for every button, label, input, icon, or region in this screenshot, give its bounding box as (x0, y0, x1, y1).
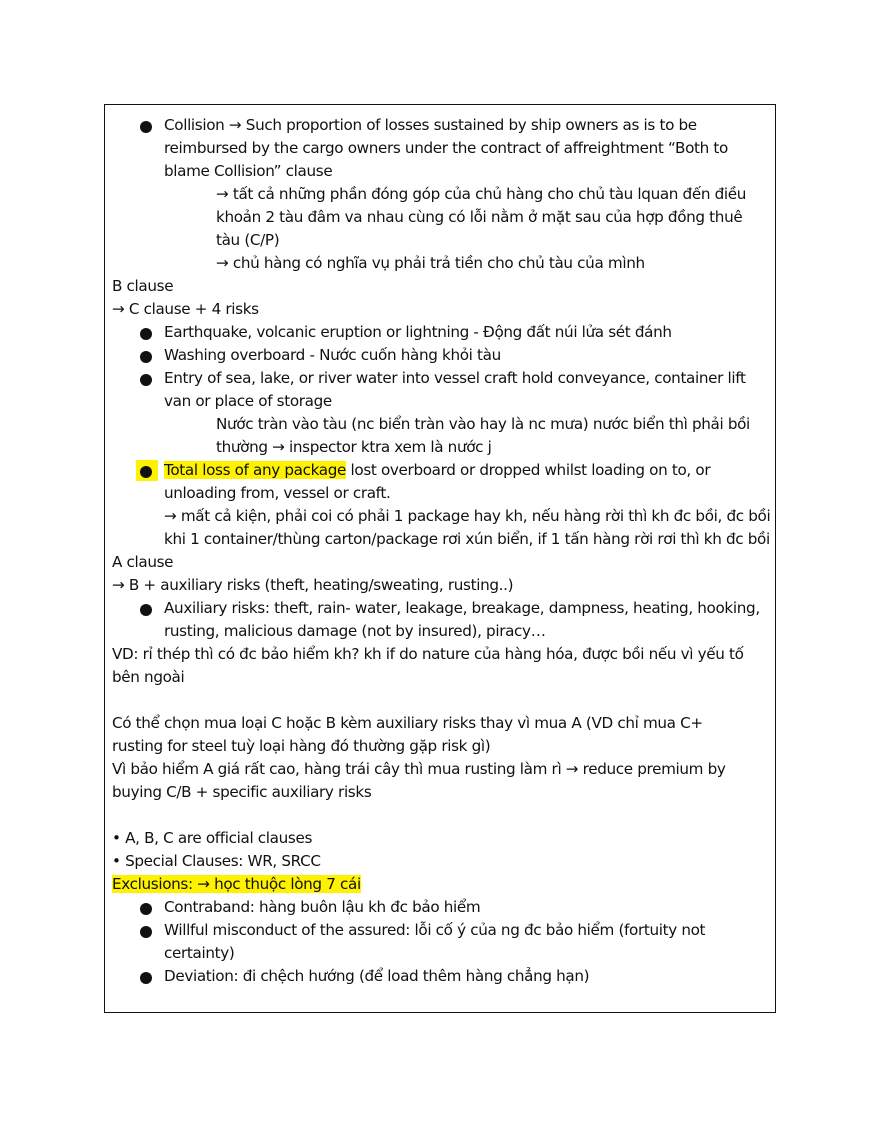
collision-text: Collision → Such proportion of losses su… (164, 116, 728, 180)
exclusions-heading-row: Exclusions: → học thuộc lòng 7 cái (112, 873, 775, 896)
b-clause-item-text: Entry of sea, lake, or river water into … (164, 369, 746, 410)
b-clause-item-note: Nước tràn vào tàu (nc biển tràn vào hay … (216, 415, 750, 456)
item-rest-text: lost overboard or dropped whilst loading… (164, 461, 711, 502)
bullet-icon (140, 926, 152, 938)
b-clause-item: Washing overboard - Nước cuốn hàng khỏi … (112, 344, 775, 367)
bullet-icon (140, 121, 152, 133)
b-clause-heading: B clause (112, 277, 174, 295)
a-clause-heading: A clause (112, 553, 174, 571)
b-clause-item: Entry of sea, lake, or river water into … (112, 367, 775, 413)
b-clause-summary: → C clause + 4 risks (112, 300, 259, 318)
document-page: Collision → Such proportion of losses su… (104, 104, 776, 1013)
spacer (112, 689, 775, 712)
exclusion-item-text: Deviation: đi chệch hướng (để load thêm … (164, 967, 590, 985)
collision-note-1: → tất cả những phần đóng góp của chủ hàn… (216, 185, 747, 249)
spacer (112, 804, 775, 827)
highlighted-text: Total loss of any package (164, 461, 347, 479)
a-clause-example: VD: rỉ thép thì có đc bảo hiểm kh? kh if… (112, 645, 744, 686)
bullet-icon (140, 903, 152, 915)
collision-bullet: Collision → Such proportion of losses su… (112, 114, 775, 183)
collision-note-2: → chủ hàng có nghĩa vụ phải trả tiền cho… (216, 254, 645, 272)
exclusion-item: Contraband: hàng buôn lậu kh đc bảo hiểm (112, 896, 775, 919)
clauses-summary-item: • A, B, C are official clauses (112, 829, 313, 847)
exclusions-heading: Exclusions: → học thuộc lòng 7 cái (112, 875, 361, 893)
bullet-icon (140, 374, 152, 386)
bullet-icon (140, 351, 152, 363)
exclusion-item-text: Contraband: hàng buôn lậu kh đc bảo hiểm (164, 898, 481, 916)
exclusion-item: Deviation: đi chệch hướng (để load thêm … (112, 965, 775, 988)
a-clause-summary: → B + auxiliary risks (theft, heating/sw… (112, 576, 514, 594)
clauses-summary-item: • Special Clauses: WR, SRCC (112, 852, 321, 870)
a-clause-item: Auxiliary risks: theft, rain- water, lea… (112, 597, 775, 643)
bullet-icon (140, 972, 152, 984)
a-clause-item-text: Auxiliary risks: theft, rain- water, lea… (164, 599, 760, 640)
b-clause-item-text: Total loss of any package lost overboard… (164, 459, 771, 505)
bullet-icon (140, 604, 152, 616)
exclusion-item: Willful misconduct of the assured: lỗi c… (112, 919, 775, 965)
option-paragraph-2: Vì bảo hiểm A giá rất cao, hàng trái cây… (112, 760, 726, 801)
bullet-icon (140, 328, 152, 340)
b-clause-item-text: Washing overboard - Nước cuốn hàng khỏi … (164, 346, 501, 364)
b-clause-item: Earthquake, volcanic eruption or lightni… (112, 321, 775, 344)
b-clause-item-highlighted: Total loss of any package lost overboard… (112, 459, 775, 551)
exclusion-item-text: Willful misconduct of the assured: lỗi c… (164, 921, 706, 962)
bullet-icon (140, 466, 152, 478)
option-paragraph-1: Có thể chọn mua loại C hoặc B kèm auxili… (112, 714, 703, 755)
b-clause-item-text: Earthquake, volcanic eruption or lightni… (164, 323, 672, 341)
b-clause-item-note: → mất cả kiện, phải coi có phải 1 packag… (164, 507, 771, 548)
